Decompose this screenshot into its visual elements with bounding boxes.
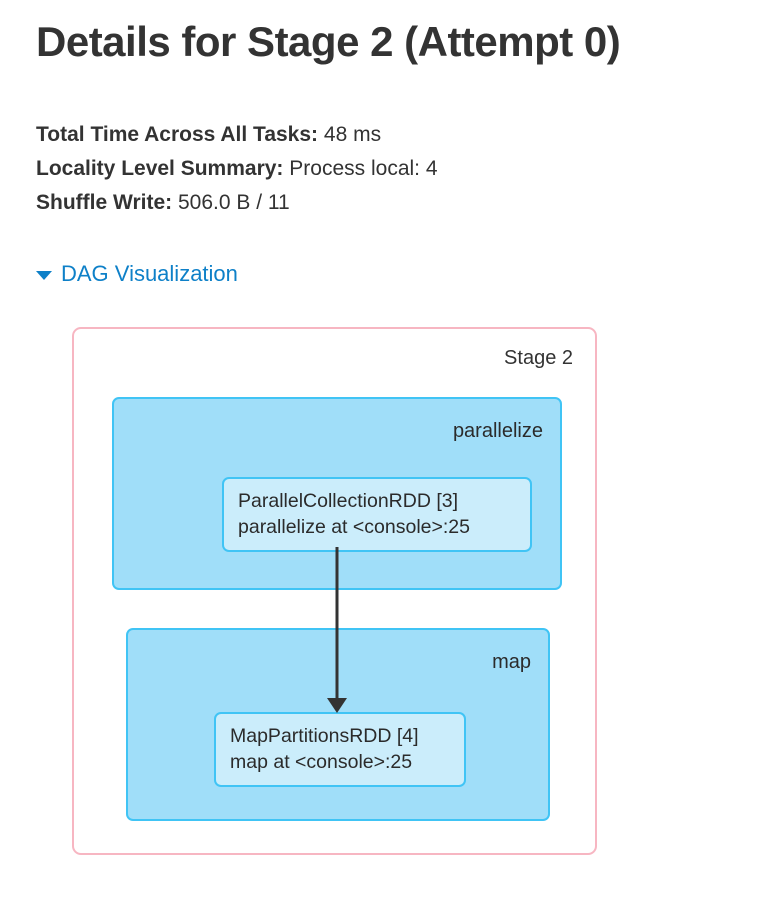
dag-node-parallel-collection-rdd-line1: ParallelCollectionRDD [3] (238, 490, 459, 512)
dag-node-map-partitions-rdd-line1: MapPartitionsRDD [4] (230, 725, 419, 747)
dag-cluster-label-map: map (492, 651, 531, 673)
dag-node-map-partitions-rdd[interactable]: MapPartitionsRDD [4] map at <console>:25 (214, 712, 466, 787)
dag-stage-container: Stage 2 parallelize ParallelCollectionRD… (72, 327, 597, 855)
dag-node-map-partitions-rdd-line2: map at <console>:25 (230, 751, 413, 773)
dag-cluster-parallelize[interactable]: parallelize ParallelCollectionRDD [3] pa… (112, 397, 562, 590)
summary-label-locality-level: Locality Level Summary: (36, 157, 284, 180)
dag-node-parallel-collection-rdd[interactable]: ParallelCollectionRDD [3] parallelize at… (222, 477, 532, 552)
caret-down-icon[interactable] (36, 271, 52, 280)
dag-node-parallel-collection-rdd-line2: parallelize at <console>:25 (238, 516, 470, 538)
summary-row-shuffle-write: Shuffle Write: 506.0 B / 11 (36, 186, 438, 220)
dag-visualization-toggle[interactable]: DAG Visualization (36, 261, 238, 287)
summary-row-locality-level: Locality Level Summary: Process local: 4 (36, 152, 438, 186)
dag-cluster-label-parallelize: parallelize (452, 420, 543, 442)
summary-value-shuffle-write: 506.0 B / 11 (177, 191, 290, 214)
dag-cluster-map[interactable]: map MapPartitionsRDD [4] map at <console… (126, 628, 550, 821)
summary-row-total-time: Total Time Across All Tasks: 48 ms (36, 118, 438, 152)
summary-label-shuffle-write: Shuffle Write: (36, 191, 173, 214)
summary-label-total-time: Total Time Across All Tasks: (36, 123, 319, 146)
summary-value-locality-level: Process local: 4 (289, 157, 438, 180)
stage-summary-list: Total Time Across All Tasks: 48 ms Local… (36, 118, 438, 220)
summary-value-total-time: 48 ms (323, 123, 382, 146)
dag-stage-label: Stage 2 (504, 347, 573, 369)
dag-visualization-label[interactable]: DAG Visualization (61, 261, 238, 286)
page-title: Details for Stage 2 (Attempt 0) (36, 18, 621, 65)
